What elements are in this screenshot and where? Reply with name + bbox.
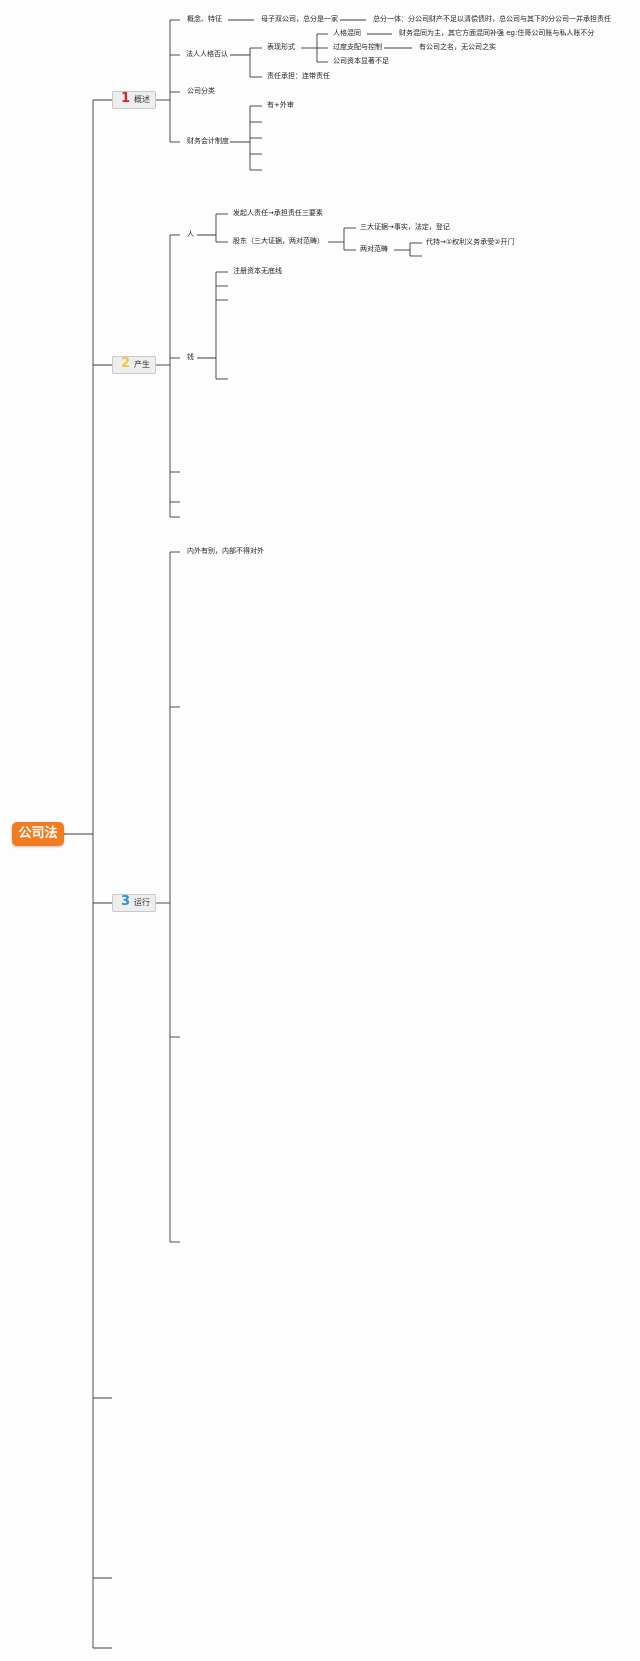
node-accounting[interactable]: 财务会计制度: [187, 137, 229, 145]
node-mixing[interactable]: 人格混同: [333, 29, 361, 37]
node-veil-piercing[interactable]: 法人人格否认: [186, 50, 228, 58]
node-internal-external[interactable]: 内外有别，内部不得对外: [187, 547, 264, 555]
node-audit[interactable]: 有+外审: [267, 101, 294, 109]
node-classification[interactable]: 公司分类: [187, 87, 215, 95]
node-forms[interactable]: 表现形式: [267, 43, 295, 51]
node-branch-liability[interactable]: 总分一体：分公司财产不足以清偿债时，总公司与其下的分公司一并承担责任: [373, 15, 611, 23]
node-control[interactable]: 过度支配与控制: [333, 43, 382, 51]
node-mixing-detail[interactable]: 财务混同为主，其它方面混同补强 eg:住哥公司账与私人账不分: [399, 29, 595, 37]
topic-number-2: 2: [121, 356, 131, 371]
node-promoter[interactable]: 发起人责任→承担责任三要素: [233, 209, 323, 217]
node-liability[interactable]: 责任承担：连带责任: [267, 72, 330, 80]
topic-number-1: 1: [121, 91, 131, 106]
node-person[interactable]: 人: [187, 230, 194, 238]
topic-overview[interactable]: 1 概述: [112, 91, 156, 109]
node-parent-subsidiary[interactable]: 母子双公司，总分是一家: [261, 15, 338, 23]
node-two-pairs[interactable]: 两对范畴: [360, 245, 388, 253]
topic-label: 概述: [134, 95, 150, 104]
topic-operation[interactable]: 3 运行: [112, 894, 156, 912]
topic-label: 产生: [134, 360, 150, 369]
topic-formation[interactable]: 2 产生: [112, 356, 156, 374]
node-concept[interactable]: 概念、特征: [187, 15, 222, 23]
root-node[interactable]: 公司法: [12, 822, 64, 846]
topic-label: 运行: [134, 898, 150, 907]
topic-number-3: 3: [121, 894, 131, 909]
node-shareholder[interactable]: 股东（三大证据，两对范畴）: [233, 237, 324, 245]
node-proxy[interactable]: 代持→①权利义务承受②开门: [426, 238, 515, 246]
node-control-detail[interactable]: 有公司之名，无公司之实: [419, 43, 496, 51]
node-capital[interactable]: 注册资本无底线: [233, 267, 282, 275]
node-evidence[interactable]: 三大证据→事实，法定，登记: [360, 223, 450, 231]
node-money[interactable]: 钱: [187, 353, 194, 361]
node-undercapitalization[interactable]: 公司资本显著不足: [333, 57, 389, 65]
